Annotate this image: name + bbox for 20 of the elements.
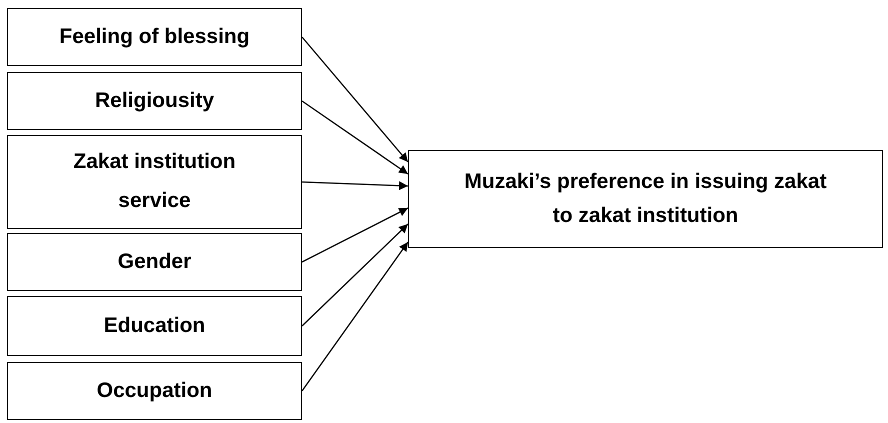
box-label: Religiousity bbox=[94, 88, 216, 114]
box-label: Zakat institution service bbox=[72, 149, 237, 214]
outcome-box bbox=[408, 150, 883, 248]
box-label: Gender bbox=[116, 249, 192, 276]
factor-box bbox=[7, 135, 302, 229]
arrow bbox=[301, 242, 409, 392]
arrow bbox=[302, 181, 408, 190]
factor-box bbox=[7, 296, 302, 356]
factor-box bbox=[7, 362, 302, 420]
arrow bbox=[302, 100, 408, 175]
box-label: Feeling of blessing bbox=[58, 24, 251, 50]
factor-box bbox=[7, 72, 302, 130]
factor-box bbox=[7, 8, 302, 66]
factor-box bbox=[7, 233, 302, 291]
arrow bbox=[302, 207, 408, 263]
box-label: Education bbox=[102, 313, 206, 340]
arrow bbox=[302, 36, 408, 162]
box-label: Muzaki’s preference in issuing zakat to zakat institution bbox=[463, 169, 828, 229]
arrow bbox=[302, 224, 408, 326]
box-label: Occupation bbox=[96, 378, 214, 404]
